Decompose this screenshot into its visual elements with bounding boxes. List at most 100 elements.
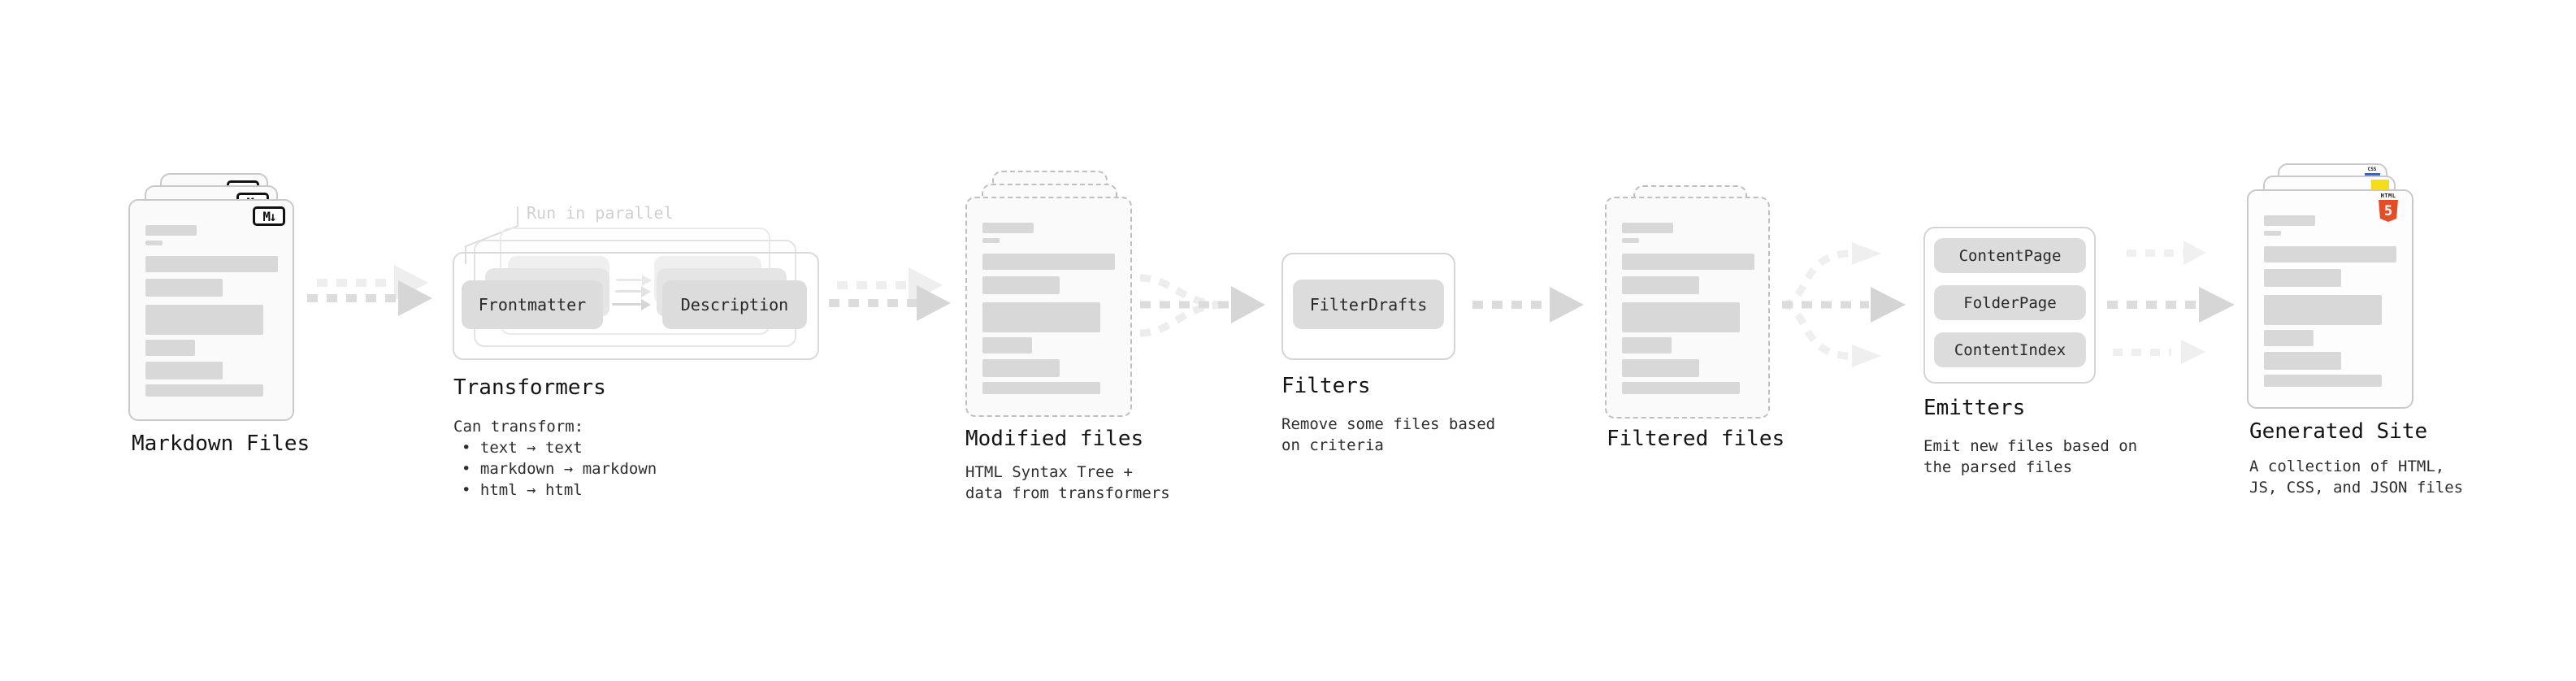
doc-line	[982, 337, 1032, 354]
doc-line	[982, 238, 1000, 243]
doc-line	[145, 279, 223, 297]
css-underline	[2364, 173, 2380, 176]
emitters-description: Emit new files based on the parsed files	[1923, 436, 2137, 478]
frontmatter-box: Frontmatter	[462, 280, 603, 329]
desc-line: Emit new files based on	[1923, 437, 2138, 455]
transformers-description: Can transform: • text → text • markdown …	[453, 416, 657, 501]
description-box: Description	[662, 280, 807, 329]
parallel-arrow-head-icon	[641, 299, 651, 310]
run-in-parallel-annotation: Run in parallel	[527, 203, 674, 223]
generated-site-description: A collection of HTML, JS, CSS, and JSON …	[2249, 456, 2463, 498]
markdown-icon: M↓	[253, 206, 285, 226]
doc-line	[145, 241, 163, 245]
callout-line	[465, 206, 518, 264]
doc-line	[1622, 276, 1699, 294]
stage-title-transformers: Transformers	[453, 375, 606, 400]
stage-title-filters: Filters	[1281, 374, 1371, 398]
doc-line	[982, 359, 1060, 377]
doc-content-placeholder	[2264, 215, 2396, 387]
doc-line	[2264, 269, 2341, 287]
stage-title-modified-files: Modified files	[965, 427, 1144, 451]
doc-line	[1622, 302, 1740, 332]
doc-content-placeholder	[982, 223, 1115, 394]
generated-html-file-card: HTML 5	[2247, 189, 2413, 409]
doc-line	[2264, 352, 2341, 370]
flow-arrow-merge-to-filters	[1139, 274, 1265, 337]
doc-line	[982, 276, 1060, 294]
arrow-dash	[829, 299, 917, 307]
markdown-file-card-front: M↓	[128, 199, 294, 421]
parallel-arrow-line	[612, 303, 641, 306]
doc-line	[145, 362, 223, 380]
stage-title-emitters: Emitters	[1923, 396, 2026, 420]
arrow-head-icon	[1871, 287, 1906, 323]
filtered-file-card-front	[1605, 197, 1770, 419]
css-icon: CSS	[2363, 167, 2381, 176]
parallel-arrow-head-icon	[642, 275, 652, 286]
doc-line	[982, 254, 1115, 270]
arrow-dash	[307, 294, 398, 302]
arrow-dash	[1472, 301, 1550, 309]
doc-line	[1622, 254, 1754, 270]
desc-line: HTML Syntax Tree +	[965, 463, 1133, 481]
doc-line	[2264, 215, 2315, 226]
desc-line: A collection of HTML,	[2249, 458, 2445, 475]
arrow-head-icon	[1550, 287, 1584, 323]
js-icon	[2371, 180, 2389, 189]
arrow-dash-ghost	[317, 279, 394, 287]
transformers-layer-front	[453, 252, 819, 360]
contentpage-box: ContentPage	[1934, 238, 2086, 273]
doc-line	[1622, 238, 1639, 243]
arrow-head-ghost-icon	[2181, 340, 2205, 364]
arrow-head-icon	[917, 285, 951, 321]
desc-line: Remove some files based	[1281, 415, 1496, 433]
parallel-arrow-head-icon	[641, 286, 651, 297]
bullet-line: • text → text	[462, 439, 583, 457]
desc-line: JS, CSS, and JSON files	[2249, 479, 2464, 497]
stage-title-markdown-files: Markdown Files	[132, 432, 310, 456]
contentindex-box: ContentIndex	[1934, 332, 2086, 367]
arrow-head-icon	[1231, 286, 1265, 323]
doc-line	[2264, 231, 2281, 236]
arrow-dash-ghost	[837, 281, 909, 289]
stage-title-filtered-files: Filtered files	[1607, 427, 1785, 451]
folderpage-box: FolderPage	[1934, 285, 2086, 320]
doc-line	[145, 305, 263, 335]
arrow-head-ghost-icon	[1852, 242, 1881, 265]
doc-line	[2264, 330, 2314, 346]
parallel-arrow-line	[615, 290, 641, 293]
arrow-dash-ghost	[2113, 349, 2171, 356]
doc-line	[2264, 246, 2396, 262]
doc-content-placeholder	[145, 225, 278, 397]
bullet-line: • markdown → markdown	[462, 460, 657, 478]
arrow-head-ghost-icon	[1852, 345, 1881, 367]
doc-line	[2264, 295, 2382, 325]
arrow-head-icon	[2199, 287, 2235, 323]
flow-arrow-fanout-to-emitters	[1781, 242, 1906, 367]
doc-line	[982, 302, 1100, 332]
filterdrafts-box: FilterDrafts	[1293, 280, 1444, 329]
desc-line: on criteria	[1281, 436, 1384, 454]
bullet-line: • html → html	[462, 481, 583, 499]
modified-file-card-front	[965, 197, 1132, 417]
doc-line	[145, 384, 263, 397]
doc-line	[2264, 375, 2382, 387]
desc-line: the parsed files	[1923, 458, 2073, 476]
html5-shield-icon: 5	[2379, 200, 2398, 222]
stage-title-generated-site: Generated Site	[2249, 419, 2428, 444]
desc-line: Can transform:	[453, 418, 584, 436]
doc-line	[1622, 337, 1672, 354]
filters-description: Remove some files based on criteria	[1281, 414, 1495, 456]
desc-line: data from transformers	[965, 484, 1170, 502]
doc-line	[1622, 359, 1699, 377]
doc-line	[145, 340, 195, 356]
doc-line	[1622, 382, 1740, 394]
doc-line	[982, 382, 1100, 394]
arrow-dash	[2107, 301, 2197, 309]
parallel-arrow-line	[616, 279, 642, 281]
modified-files-description: HTML Syntax Tree + data from transformer…	[965, 462, 1170, 504]
html5-icon: HTML 5	[2378, 193, 2399, 222]
arrow-head-ghost-icon	[2184, 241, 2206, 265]
doc-content-placeholder	[1622, 223, 1754, 394]
